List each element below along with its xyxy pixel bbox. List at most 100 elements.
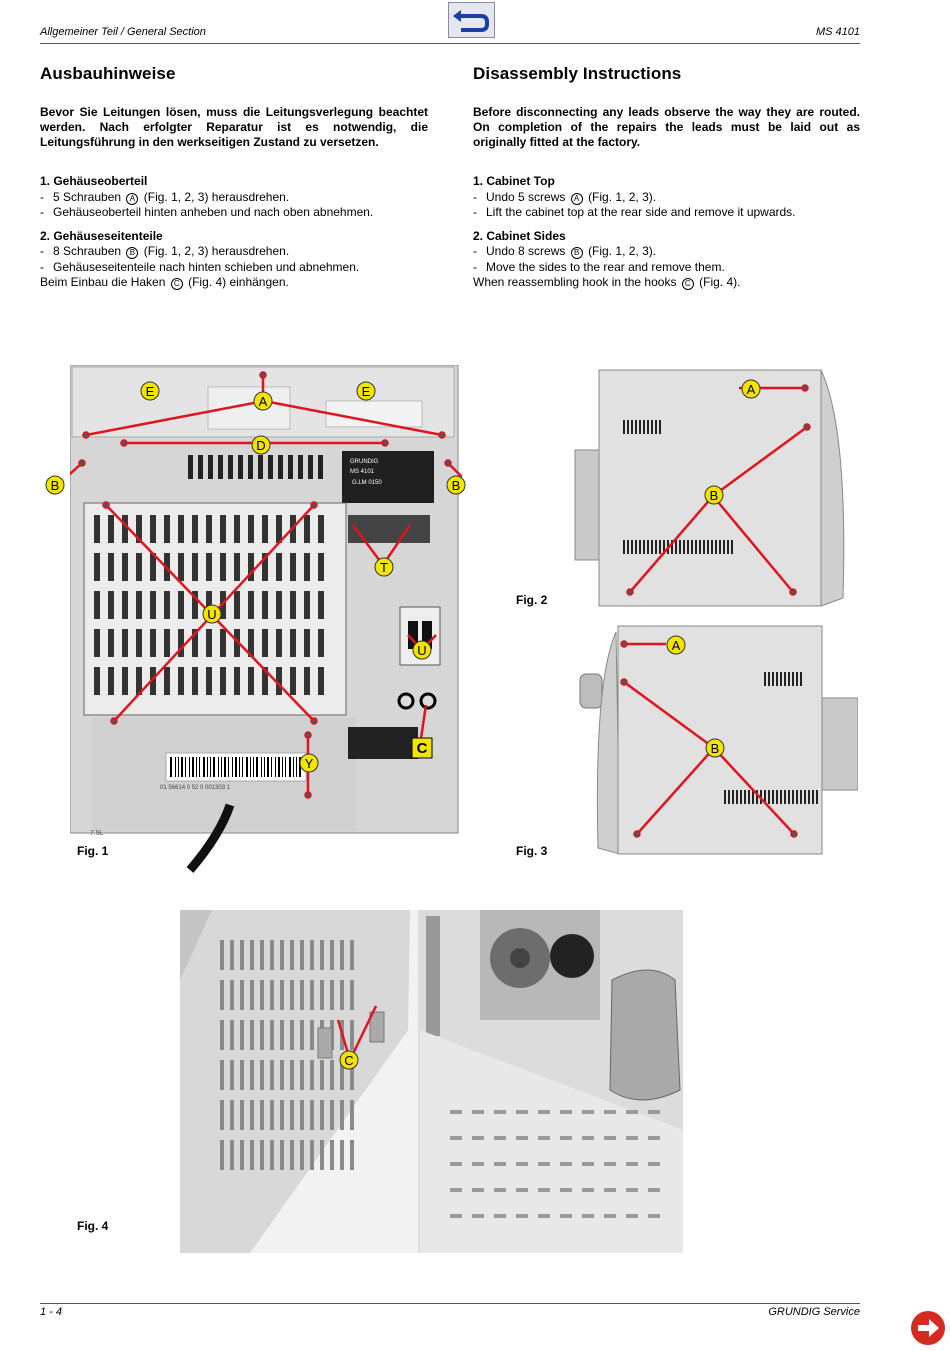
decor-slot (240, 1060, 244, 1090)
decor-slot (719, 540, 721, 554)
decor-slot (516, 1188, 528, 1192)
decor-slot (627, 420, 629, 434)
decor-slot (655, 420, 657, 434)
decor-slot (276, 591, 282, 619)
decor-slot (560, 1110, 572, 1114)
decor-slot (472, 1214, 484, 1218)
english-section-2-title: 2. Cabinet Sides (473, 228, 566, 243)
decor-slot (164, 629, 170, 657)
decor-slot (643, 540, 645, 554)
barcode-bar (218, 757, 219, 777)
decor-slot (220, 553, 226, 581)
decor-slot (604, 1136, 616, 1140)
decor-slot (655, 540, 657, 554)
decor-slot (626, 1162, 638, 1166)
decor-slot (604, 1188, 616, 1192)
decor-slot (234, 667, 240, 695)
decor-slot (290, 667, 296, 695)
decor-slot (94, 553, 100, 581)
decor-slot (318, 667, 324, 695)
decor-slot (248, 629, 254, 657)
next-page-arrow-icon (911, 1311, 945, 1345)
decor-slot (320, 940, 324, 970)
decor-slot (304, 629, 310, 657)
decor-slot (816, 790, 818, 804)
decor-slot (220, 629, 226, 657)
decor-slot (260, 1060, 264, 1090)
german-intro: Bevor Sie Leitungen lösen, muss die Leit… (40, 105, 428, 149)
decor-slot (300, 980, 304, 1010)
barcode-bar (296, 757, 297, 777)
decor-slot (340, 980, 344, 1010)
barcode-bar (210, 757, 211, 777)
decor-slot (538, 1188, 550, 1192)
decor-slot (122, 667, 128, 695)
decor-slot (582, 1162, 594, 1166)
fig3-drawing: A B (579, 625, 858, 855)
marker-a: A (126, 192, 139, 205)
barcode-bar (196, 757, 197, 777)
decor-slot (560, 1162, 572, 1166)
decor-slot (318, 553, 324, 581)
decor-slot (178, 667, 184, 695)
decor-slot (516, 1214, 528, 1218)
header-left: Allgemeiner Teil / General Section (40, 26, 206, 38)
fig4-drawing: C (180, 910, 683, 1253)
decor-slot (94, 629, 100, 657)
barcode-bar (235, 757, 237, 777)
decor-slot (494, 1214, 506, 1218)
decor-slot (300, 940, 304, 970)
decor-slot (270, 940, 274, 970)
decor-slot (330, 940, 334, 970)
english-s1-item-2: - Lift the cabinet top at the rear side … (473, 205, 796, 219)
decor-slot (784, 672, 786, 686)
decor-slot (340, 1060, 344, 1090)
decor-slot (472, 1136, 484, 1140)
decor-slot (560, 1136, 572, 1140)
barcode-bar (253, 757, 254, 777)
back-button[interactable] (448, 2, 495, 38)
fig3-caption: Fig. 3 (516, 844, 548, 858)
barcode-bar (175, 757, 176, 777)
barcode-bar (261, 757, 262, 777)
decor-slot (450, 1136, 462, 1140)
decor-slot (220, 667, 226, 695)
german-section-1-title: 1. Gehäuseoberteil (40, 174, 148, 188)
barcode-bar (278, 757, 280, 777)
decor-slot (206, 515, 212, 543)
barcode-bar (264, 757, 265, 777)
decor-slot (582, 1214, 594, 1218)
barcode-bar (224, 757, 226, 777)
decor-slot (260, 1020, 264, 1050)
marker-c: C (170, 278, 183, 290)
decor-slot (230, 980, 234, 1010)
barcode-bar (185, 757, 186, 777)
barcode-bar (267, 757, 269, 777)
decor-slot (772, 672, 774, 686)
decor-slot (164, 591, 170, 619)
barcode-bar (289, 757, 291, 777)
decor-slot (715, 540, 717, 554)
marker-c: C (681, 278, 694, 290)
decor-slot (230, 1060, 234, 1090)
decor-slot (270, 1140, 274, 1170)
barcode-bar (299, 757, 301, 777)
next-page-button[interactable] (910, 1310, 946, 1346)
decor-slot (136, 667, 142, 695)
german-s1-item-1: - 5 Schrauben A (Fig. 1, 2, 3) herausdre… (40, 189, 290, 205)
decor-slot (318, 515, 324, 543)
fig3-marker-b: B (705, 738, 725, 758)
barcode-bar (192, 757, 194, 777)
fig1-photo: GRUNDIG MS 4101 G.LM 0150 01 56614 0 52 … (70, 365, 462, 875)
decor-slot (320, 1100, 324, 1130)
marker-a: A (570, 192, 583, 205)
decor-slot (234, 629, 240, 657)
decor-slot (94, 591, 100, 619)
decor-slot (516, 1162, 528, 1166)
decor-slot (150, 553, 156, 581)
decor-slot (604, 1110, 616, 1114)
header-right: MS 4101 (815, 26, 860, 38)
barcode-bar (207, 757, 208, 777)
decor-slot (250, 1060, 254, 1090)
fig4-photo: C (180, 910, 683, 1253)
